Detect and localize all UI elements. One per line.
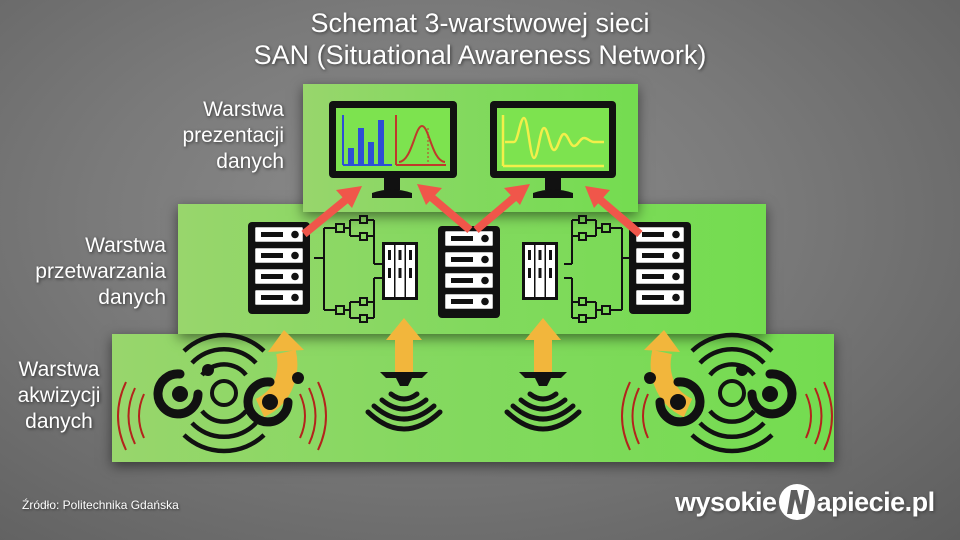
network-switch-icon [522,242,558,300]
title-line-1: Schemat 3-warstwowej sieci [310,8,650,38]
title-line-2: SAN (Situational Awareness Network) [253,40,707,70]
red-signal-waves-icon [117,381,145,451]
monitor-chart-icon [329,101,457,198]
source-caption: Źródło: Politechnika Gdańska [22,498,179,512]
presentation-layer-label: Warstwa prezentacji danych [182,98,284,173]
network-tree-icon [563,215,633,323]
radar-sensor-icon [507,372,579,429]
server-rack-icon [438,226,500,318]
signal-rings-icon [692,335,772,451]
logo-text-left: wysokie [675,486,777,517]
logo-text-right: apiecie.pl [816,486,936,517]
red-arrows [301,184,643,238]
red-signal-waves-icon [299,381,327,451]
red-signal-waves-icon [621,381,649,451]
yellow-arrows [255,318,693,418]
monitor-waveform-icon [490,101,616,198]
network-switch-icon [382,242,418,300]
acquisition-layer-label: Warstwa akwizycji danych [17,358,101,433]
network-tree-icon [313,215,383,323]
lightning-n-icon [778,484,815,520]
processing-layer-label: Warstwa przetwarzania danych [35,234,166,309]
camera-sensor-icon [158,364,214,414]
site-logo: wysokie apiecie.pl [675,482,935,522]
server-rack-icon [248,222,310,314]
radar-sensor-icon [368,372,440,429]
red-signal-waves-icon [805,381,833,451]
